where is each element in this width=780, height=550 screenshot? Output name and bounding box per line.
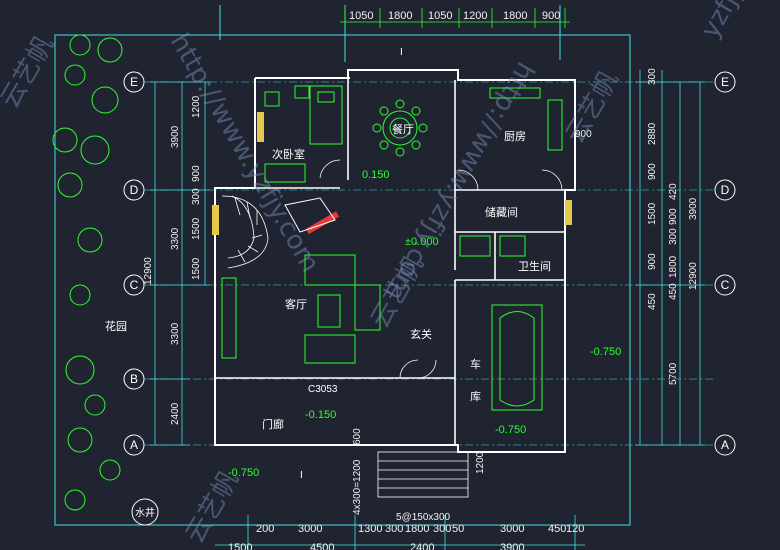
left-dim-2-1: 3900 [170, 125, 181, 148]
room-dining: 餐厅 [392, 122, 414, 136]
top-dim-1: 1050 [349, 10, 373, 22]
right-dim-1-2: 2880 [647, 122, 658, 145]
room-garden: 花园 [105, 320, 127, 333]
right-dim-labels: 300 2880 900 1500 900 450 420 900 300 18… [647, 68, 699, 385]
bottom-dim-labels-1: 200 3000 1300 300 1800 300 50 3000 450 1… [256, 523, 584, 535]
well-label: 水井 [135, 506, 155, 519]
left-dim-total: 12900 [143, 257, 154, 285]
bottom-dim-1-7: 50 [452, 523, 464, 535]
right-dim-3-1: 3900 [688, 197, 699, 220]
axis-left-b: B [130, 372, 138, 386]
bottom-dim-1-10: 120 [566, 523, 584, 535]
right-dim-2-3: 300 [668, 228, 679, 245]
left-dim-2-4: 2400 [170, 402, 181, 425]
right-dim-2-2: 900 [668, 208, 679, 225]
bottom-dim-1-8: 3000 [500, 523, 524, 535]
section-mark-top: I [400, 47, 403, 58]
room-garage-2: 库 [470, 390, 481, 403]
right-dim-1-3: 900 [647, 163, 658, 180]
level-porch: -0.150 [305, 409, 336, 421]
doors [319, 159, 563, 379]
top-grid [340, 8, 570, 28]
stair [221, 195, 269, 269]
top-dim-2: 1800 [388, 10, 412, 22]
top-dim-4: 1200 [463, 10, 487, 22]
level-garage-floor: -0.750 [495, 424, 526, 436]
axis-right-a: A [721, 438, 729, 452]
room-bathroom: 卫生间 [518, 259, 551, 273]
left-dim-2-2: 3300 [170, 227, 181, 250]
axis-left-c: C [130, 278, 139, 292]
left-dim-1-5: 1500 [191, 257, 202, 280]
level-dining-step: 0.150 [362, 169, 390, 181]
right-dim-2-4: 1800 [668, 255, 679, 278]
room-kitchen: 厨房 [504, 130, 526, 143]
room-foyer: 玄关 [410, 327, 432, 341]
level-garage-right: -0.750 [590, 346, 621, 358]
section-mark-bottom: I [300, 470, 303, 481]
top-dim-5: 1800 [503, 10, 527, 22]
right-dim-total: 12900 [688, 262, 699, 290]
axis-left-e: E [130, 75, 138, 89]
garden-trees [52, 34, 159, 526]
bottom-dim-1-4: 300 [385, 523, 403, 535]
right-dim-1-1: 300 [647, 68, 658, 85]
right-dim-1-4: 1500 [647, 202, 658, 225]
garage-depth: 1200 [475, 451, 486, 474]
axis-left-d: D [130, 183, 139, 197]
top-dim-labels: 1050 1800 1050 1200 1800 900 [349, 10, 560, 22]
bottom-dim-2-2: 4500 [310, 542, 334, 550]
left-dim-1-4: 1500 [191, 217, 202, 240]
right-dim-1-5: 900 [647, 253, 658, 270]
bottom-dim-1-9: 450 [548, 523, 566, 535]
right-dim-3-2: 5700 [668, 362, 679, 385]
level-outside-left: -0.750 [228, 467, 259, 479]
left-dim-labels: 1200 900 300 1500 1500 3900 3300 3300 24… [143, 95, 202, 425]
bottom-dim-labels-2: 1500 4500 2400 3900 [228, 542, 524, 550]
right-dimensions [635, 70, 705, 446]
bottom-dim-1-3: 1300 [358, 523, 382, 535]
left-dim-1-1: 1200 [191, 95, 202, 118]
top-dim-6: 900 [542, 10, 560, 22]
left-dim-2-3: 3300 [170, 322, 181, 345]
left-dim-1-3: 300 [191, 188, 202, 205]
desk-red [284, 197, 340, 235]
axis-bubbles [123, 71, 736, 456]
room-storage: 储藏间 [485, 205, 518, 219]
stair-note: 4x300=1200 [352, 459, 363, 515]
top-dim-3: 1050 [428, 10, 452, 22]
kitchen-width: 900 [575, 129, 592, 140]
bottom-dim-2-1: 1500 [228, 542, 252, 550]
bottom-dim-1-5: 1800 [405, 523, 429, 535]
stair-rise: 600 [352, 428, 363, 445]
left-dim-1-2: 900 [191, 165, 202, 182]
left-dimensions [150, 81, 210, 446]
room-master-bedroom: 次卧室 [272, 147, 305, 161]
bottom-dim-1-6: 300 [433, 523, 451, 535]
room-garage-1: 车 [470, 357, 481, 371]
front-steps [377, 451, 469, 498]
axis-left-a: A [130, 438, 138, 452]
axis-right-c: C [721, 278, 730, 292]
room-living: 客厅 [285, 297, 307, 311]
bottom-dim-1-2: 3000 [298, 523, 322, 535]
right-dim-2-1: 420 [668, 183, 679, 200]
interior-walls [215, 78, 565, 445]
level-main-floor: ±0.000 [405, 236, 439, 248]
room-porch: 门廊 [262, 417, 284, 431]
right-dim-2-5: 450 [668, 283, 679, 300]
bottom-dim-1-1: 200 [256, 523, 274, 535]
windows [212, 112, 572, 235]
right-dim-1-6: 450 [647, 293, 658, 310]
stair-note-bottom: 5@150x300 [396, 512, 451, 523]
bottom-dim-2-3: 2400 [410, 542, 434, 550]
bottom-dim-2-4: 3900 [500, 542, 524, 550]
furniture [221, 85, 563, 411]
axis-right-e: E [721, 75, 729, 89]
bottom-dimensions [215, 515, 585, 550]
window-tag: C3053 [308, 384, 338, 395]
axis-right-d: D [721, 183, 730, 197]
